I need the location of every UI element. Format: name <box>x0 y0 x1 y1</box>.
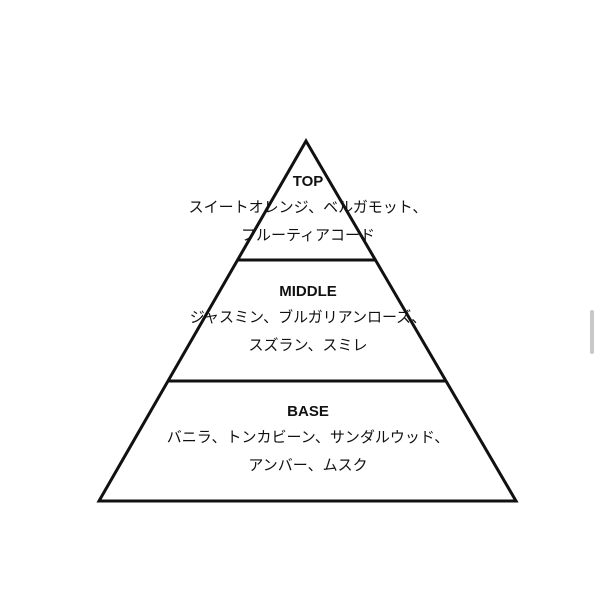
tier-top-note-line: フルーティアコード <box>240 226 376 244</box>
tier-middle-note-line: スズラン、スミレ <box>248 336 368 354</box>
tier-top-notes: スイートオレンジ、ベルガモット、 フルーティアコード <box>0 193 600 249</box>
scrollbar-thumb[interactable] <box>590 310 594 354</box>
tier-base-title: BASE <box>287 403 329 420</box>
tier-base-note-line: アンバー、ムスク <box>248 456 368 474</box>
tier-top-note-line: スイートオレンジ、ベルガモット、 <box>188 198 428 216</box>
tier-base-notes: バニラ、トンカビーン、サンダルウッド、 アンバー、ムスク <box>0 423 600 479</box>
tier-base-note-line: バニラ、トンカビーン、サンダルウッド、 <box>166 428 450 446</box>
tier-top-title: TOP <box>292 173 324 190</box>
tier-middle-notes: ジャスミン、ブルガリアンローズ、 スズラン、スミレ <box>0 303 600 359</box>
tier-middle-title: MIDDLE <box>279 283 337 300</box>
pyramid-outline <box>96 138 519 503</box>
tier-middle-note-line: ジャスミン、ブルガリアンローズ、 <box>189 308 427 326</box>
